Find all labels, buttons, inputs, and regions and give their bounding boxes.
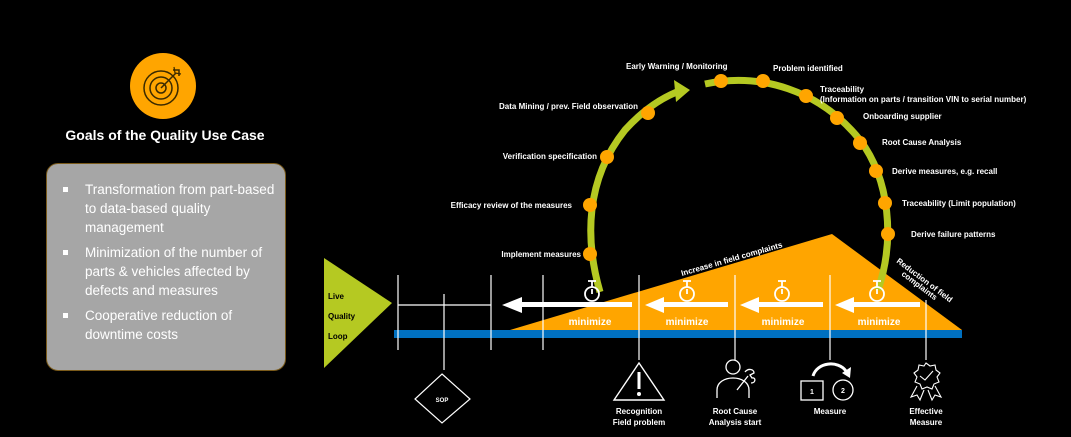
label-traceability: Traceability bbox=[820, 85, 865, 94]
node-derive-measures bbox=[869, 164, 883, 178]
target-icon bbox=[143, 66, 182, 106]
node-early-warning bbox=[714, 74, 728, 88]
effective-label-1: Effective bbox=[909, 407, 943, 416]
node-efficacy bbox=[583, 198, 597, 212]
goal-item: Transformation from part-based to data-b… bbox=[59, 180, 275, 237]
stopwatch-icon bbox=[869, 280, 885, 302]
node-root-cause bbox=[853, 136, 867, 150]
root-cause-label-1: Root Cause bbox=[713, 407, 758, 416]
timeline-bar bbox=[394, 330, 962, 338]
loop-arc-left bbox=[587, 86, 684, 293]
minimize-arrows bbox=[502, 297, 920, 313]
loop-nodes bbox=[583, 74, 895, 261]
timeline-ticks bbox=[397, 275, 927, 370]
minimize-label: minimize bbox=[569, 317, 612, 328]
label-failure-patterns: Derive failure patterns bbox=[911, 230, 996, 239]
label-data-mining: Data Mining / prev. Field observation bbox=[499, 102, 638, 111]
stopwatch-icon bbox=[679, 280, 695, 302]
node-failure-patterns bbox=[881, 227, 895, 241]
node-verification bbox=[600, 150, 614, 164]
recognition-label-1: Recognition bbox=[616, 407, 662, 416]
node-traceability-limit bbox=[878, 196, 892, 210]
label-implement: Implement measures bbox=[501, 250, 581, 259]
effective-label-2: Measure bbox=[910, 418, 943, 427]
label-early-warning: Early Warning / Monitoring bbox=[626, 62, 728, 71]
root-cause-label-2: Analysis start bbox=[709, 418, 762, 427]
goals-box: Transformation from part-based to data-b… bbox=[46, 163, 286, 371]
label-efficacy: Efficacy review of the measures bbox=[451, 201, 573, 210]
complaints-area bbox=[510, 234, 962, 330]
stopwatch-icon bbox=[584, 280, 600, 302]
award-badge-icon bbox=[909, 362, 943, 402]
live-quality-loop-triangle bbox=[324, 258, 392, 368]
loop-word-loop: Loop bbox=[328, 332, 348, 341]
recognition-label-2: Field problem bbox=[613, 418, 665, 427]
person-wrench-icon bbox=[716, 359, 756, 398]
node-data-mining bbox=[641, 106, 655, 120]
node-onboarding bbox=[830, 111, 844, 125]
node-implement bbox=[583, 247, 597, 261]
measure-label: Measure bbox=[814, 407, 847, 416]
goal-icon-circle bbox=[130, 53, 196, 119]
measure-step-1: 1 bbox=[810, 389, 814, 396]
goal-item: Cooperative reduction of downtime costs bbox=[59, 306, 275, 344]
label-traceability-limit: Traceability (Limit population) bbox=[902, 199, 1016, 208]
label-root-cause: Root Cause Analysis bbox=[882, 138, 962, 147]
label-onboarding: Onboarding supplier bbox=[863, 112, 942, 121]
measure-step-2: 2 bbox=[841, 388, 845, 395]
sop-label: SOP bbox=[436, 398, 449, 404]
minimize-label: minimize bbox=[762, 317, 805, 328]
goals-list: Transformation from part-based to data-b… bbox=[59, 180, 275, 344]
node-problem-identified bbox=[756, 74, 770, 88]
label-verification: Verification specification bbox=[503, 152, 597, 161]
loop-word-quality: Quality bbox=[328, 312, 356, 321]
minimize-label: minimize bbox=[666, 317, 709, 328]
sop-diamond-icon bbox=[414, 373, 471, 424]
goals-title: Goals of the Quality Use Case bbox=[65, 127, 265, 143]
minimize-label: minimize bbox=[858, 317, 901, 328]
loop-word-live: Live bbox=[328, 292, 345, 301]
label-traceability-info: (Information on parts / transition VIN t… bbox=[820, 95, 1027, 104]
loop-arrowhead bbox=[674, 80, 690, 102]
measure-steps-icon bbox=[800, 362, 854, 401]
warning-icon bbox=[612, 361, 666, 401]
label-derive-measures: Derive measures, e.g. recall bbox=[892, 167, 997, 176]
node-traceability bbox=[799, 89, 813, 103]
label-problem-identified: Problem identified bbox=[773, 64, 843, 73]
stopwatch-icon bbox=[774, 280, 790, 302]
goal-item: Minimization of the number of parts & ve… bbox=[59, 243, 275, 300]
